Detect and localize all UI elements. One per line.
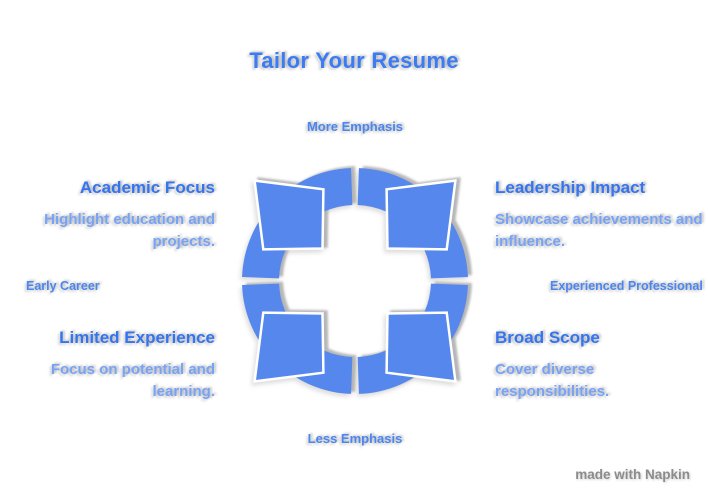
arrow-icon-nw (253, 179, 325, 251)
axis-label-experienced-professional: Experienced Professional (550, 279, 703, 293)
arrow-icon-sw (253, 311, 325, 383)
axis-label-more-emphasis: More Emphasis (306, 119, 404, 134)
diagonal-arrow-icons (253, 179, 457, 383)
quadrant-description: Highlight education and projects. (44, 211, 215, 250)
axis-label-early-career: Early Career (26, 279, 100, 293)
quadrant-bottom-left: Limited Experience Focus on potential an… (40, 328, 215, 403)
watermark-text: made with Napkin (575, 467, 690, 482)
quadrant-top-left: Academic Focus Highlight education and p… (40, 178, 215, 253)
quadrant-description: Cover diverse responsibilities. (495, 361, 610, 400)
quadrant-heading: Broad Scope (495, 328, 600, 347)
quadrant-heading: Limited Experience (59, 328, 215, 347)
page-title: Tailor Your Resume (249, 48, 459, 73)
axis-label-less-emphasis: Less Emphasis (307, 431, 403, 446)
quadrant-heading: Leadership Impact (495, 178, 646, 197)
quadrant-description: Focus on potential and learning. (50, 361, 215, 400)
quadrant-bottom-right: Broad Scope Cover diverse responsibiliti… (495, 328, 705, 403)
quadrant-heading: Academic Focus (79, 178, 215, 197)
four-arrows-cycle-icon (242, 168, 468, 394)
quadrant-top-right: Leadership Impact Showcase achievements … (495, 178, 705, 253)
cycle-arrows-graphic (213, 139, 497, 423)
arrow-icon-se (385, 311, 457, 383)
quadrant-description: Showcase achievements and influence. (495, 211, 703, 250)
arrow-icon-ne (385, 179, 457, 251)
